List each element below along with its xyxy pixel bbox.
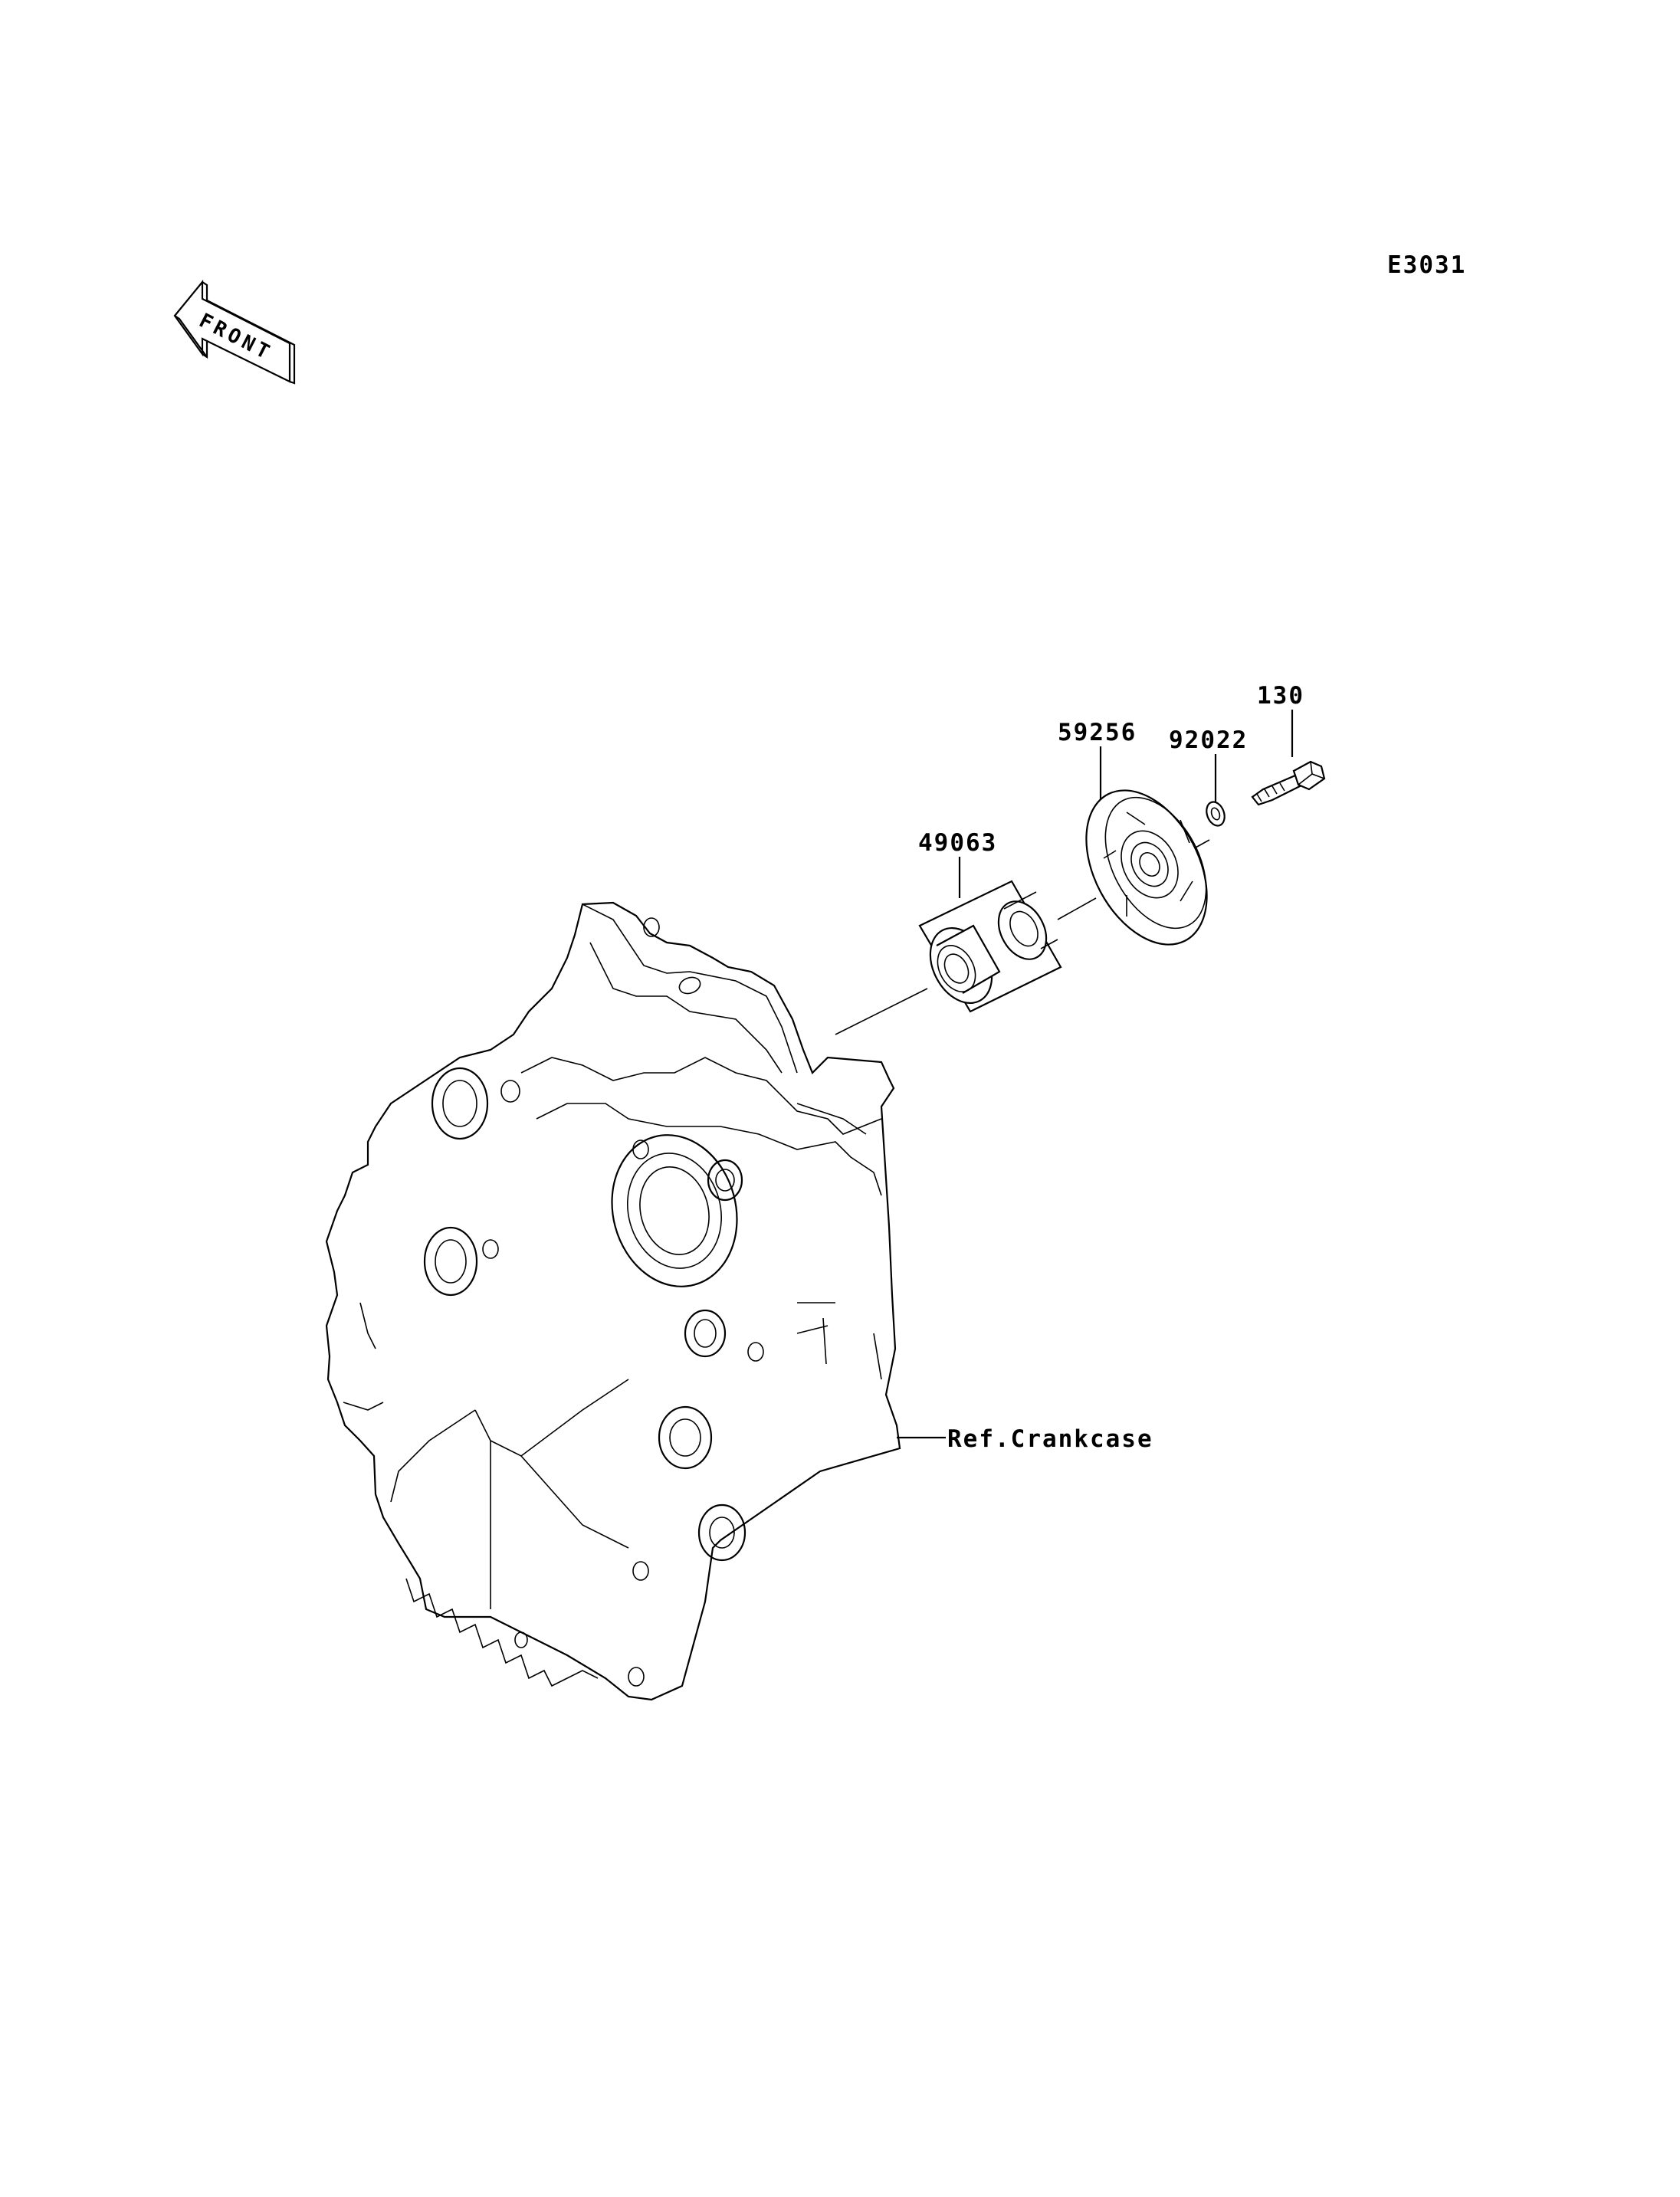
part-59256-impeller: 59256 [1058, 719, 1210, 946]
crankcase-illustration [325, 901, 901, 1701]
part-59256-label: 59256 [1058, 719, 1137, 746]
part-92022-label: 92022 [1169, 726, 1248, 754]
part-130-bolt: 130 [1251, 682, 1326, 806]
part-92022-washer: 92022 [1169, 726, 1248, 827]
front-arrow-icon: FRONT [173, 279, 296, 385]
reference-crankcase-label: Ref.Crankcase [947, 1425, 1153, 1453]
assembly-axis-line [835, 988, 928, 1035]
part-49063-label: 49063 [918, 829, 997, 857]
part-49063-seal: 49063 [918, 829, 1062, 1013]
part-130-label: 130 [1257, 682, 1304, 710]
assembly-axis-line [1057, 897, 1097, 920]
diagram-code: E3031 [1387, 251, 1466, 279]
